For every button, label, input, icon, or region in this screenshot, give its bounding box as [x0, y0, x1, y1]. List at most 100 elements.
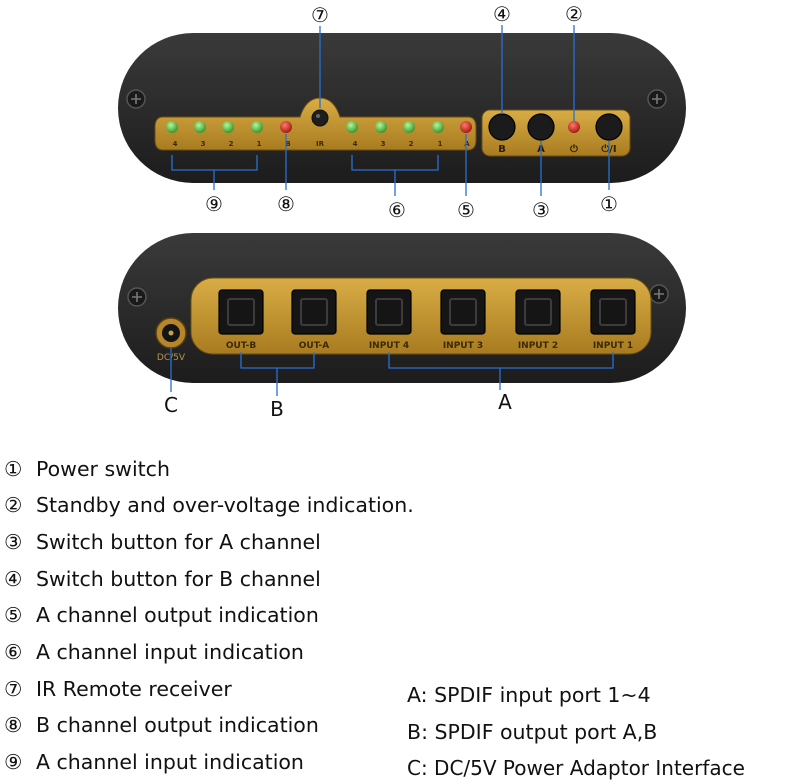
led-a-input-3 — [375, 121, 387, 133]
legend-number: ① — [4, 457, 23, 481]
legend-number: ③ — [4, 530, 23, 554]
screw-icon — [649, 284, 669, 304]
port-label: OUT-B — [226, 341, 257, 351]
optical-slot-icon — [599, 298, 627, 326]
legend-text: Switch button for B channel — [36, 567, 321, 591]
led-label: 4 — [173, 140, 178, 148]
legend-text: B channel output indication — [36, 713, 319, 737]
legend-text: A channel input indication — [36, 750, 304, 774]
led-a-input-2 — [403, 121, 415, 133]
callout-6: ⑥ — [388, 198, 406, 222]
dc-jack — [155, 317, 187, 349]
callout-lines — [170, 348, 614, 396]
legend-text: A channel input indication — [36, 640, 304, 664]
spdif-port-input-1[interactable] — [590, 289, 636, 335]
spdif-port-out-b[interactable] — [218, 289, 264, 335]
legend-text: A channel output indication — [36, 603, 319, 627]
legend-number: ⑤ — [4, 603, 23, 627]
spdif-port-out-a[interactable] — [291, 289, 337, 335]
port-label: OUT-A — [299, 341, 330, 351]
led-label: 3 — [381, 140, 386, 148]
led-label: IR — [316, 140, 325, 148]
screw-icon — [126, 89, 146, 109]
switch-a-button[interactable] — [527, 113, 555, 141]
legend-text: IR Remote receiver — [36, 677, 232, 701]
led-b-input-1 — [251, 121, 263, 133]
spdif-port-input-2[interactable] — [515, 289, 561, 335]
power-switch-button[interactable] — [595, 113, 623, 141]
front-panel: 4 3 2 1 B IR 4 3 2 1 A B A ⏻ ⏻/I — [118, 2, 686, 222]
port-label: INPUT 2 — [518, 341, 558, 351]
legend-item: ② Standby and over-voltage indication. — [4, 495, 414, 516]
legend-text: Switch button for A channel — [36, 530, 321, 554]
ir-receiver — [311, 109, 329, 127]
legend-item: ⑤ A channel output indication — [4, 605, 319, 626]
led-a-input-1 — [432, 121, 444, 133]
spdif-port-input-3[interactable] — [440, 289, 486, 335]
callout-9: ⑨ — [205, 192, 223, 216]
led-label: 1 — [257, 140, 262, 148]
optical-slot-icon — [227, 298, 255, 326]
callout-1: ① — [600, 192, 618, 216]
legend-number: ⑦ — [4, 677, 23, 701]
legend-text: Power switch — [36, 457, 170, 481]
led-b-output — [280, 121, 292, 133]
port-label: INPUT 4 — [369, 341, 409, 351]
callout-5: ⑤ — [457, 198, 475, 222]
rear-panel: DC/5V OUT-B OUT-A INPUT 4 INPUT 3 INPUT — [118, 233, 686, 421]
front-panel-body — [118, 33, 686, 183]
device-diagram: 4 3 2 1 B IR 4 3 2 1 A B A ⏻ ⏻/I — [118, 2, 686, 421]
led-label: 1 — [438, 140, 443, 148]
legend-item: A: SPDIF input port 1~4 — [407, 683, 651, 707]
led-indicators — [166, 121, 472, 133]
legend-item: C: DC/5V Power Adaptor Interface — [407, 756, 745, 780]
legend-number: ⑨ — [4, 750, 23, 774]
screw-icon — [647, 89, 667, 109]
legend-text: Standby and over-voltage indication. — [36, 493, 414, 517]
led-b-input-3 — [194, 121, 206, 133]
legend-item: ⑨ A channel input indication — [4, 752, 304, 773]
button-panel — [481, 109, 631, 157]
legend-item: ① Power switch — [4, 459, 170, 480]
button-label-b: B — [498, 144, 506, 155]
optical-slot-icon — [375, 298, 403, 326]
led-label: 3 — [201, 140, 206, 148]
standby-led — [568, 121, 580, 133]
legend-number: ② — [4, 493, 23, 517]
legend-number: ④ — [4, 567, 23, 591]
optical-slot-icon — [300, 298, 328, 326]
legend-item: ③ Switch button for A channel — [4, 532, 321, 553]
group-label-b: B — [270, 397, 284, 421]
led-label: 4 — [353, 140, 358, 148]
legend-item: B: SPDIF output port A,B — [407, 720, 658, 744]
callout-7: ⑦ — [311, 3, 329, 27]
optical-slot-icon — [524, 298, 552, 326]
led-label: 2 — [229, 140, 234, 148]
led-b-input-4 — [166, 121, 178, 133]
screw-icon — [127, 287, 147, 307]
legend-item: ④ Switch button for B channel — [4, 569, 321, 590]
led-label: 2 — [409, 140, 414, 148]
led-a-output — [460, 121, 472, 133]
port-label: INPUT 1 — [593, 341, 633, 351]
port-label: INPUT 3 — [443, 341, 483, 351]
legend-item: ⑥ A channel input indication — [4, 642, 304, 663]
legend-number: ⑧ — [4, 713, 23, 737]
group-label-c: C — [164, 393, 178, 417]
callout-4: ④ — [493, 2, 511, 26]
led-label: B — [285, 140, 290, 148]
callout-8: ⑧ — [277, 192, 295, 216]
callout-3: ③ — [532, 198, 550, 222]
spdif-port-input-4[interactable] — [366, 289, 412, 335]
led-a-input-4 — [346, 121, 358, 133]
legend-item: ⑧ B channel output indication — [4, 715, 319, 736]
legend-item: ⑦ IR Remote receiver — [4, 679, 232, 700]
callout-2: ② — [565, 2, 583, 26]
callout-lines — [171, 25, 610, 196]
group-label-a: A — [498, 390, 512, 414]
legend-number: ⑥ — [4, 640, 23, 664]
led-b-input-2 — [222, 121, 234, 133]
switch-b-button[interactable] — [488, 113, 516, 141]
optical-slot-icon — [449, 298, 477, 326]
power-icon: ⏻ — [570, 143, 578, 155]
